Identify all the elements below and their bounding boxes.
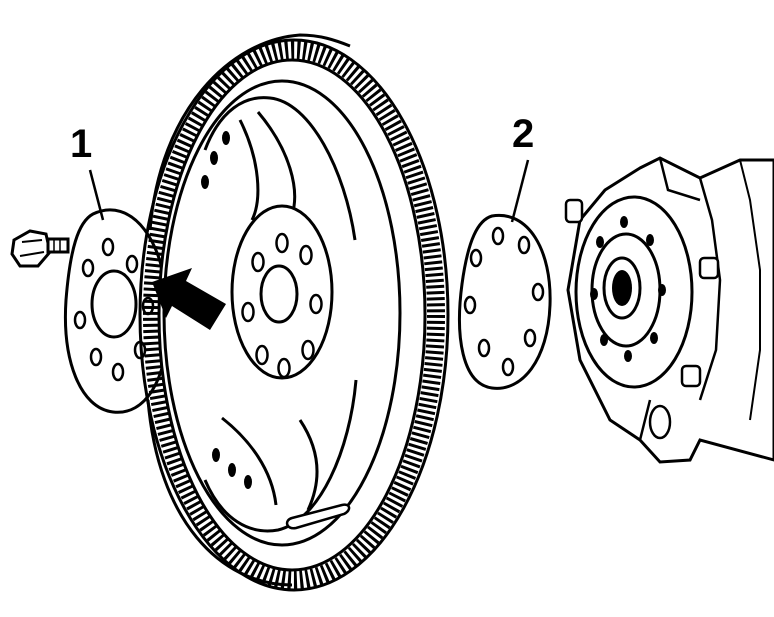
flywheel-bolt-holes <box>241 232 323 379</box>
plate-1-center-hole <box>90 269 138 339</box>
plate-2-bolt-holes <box>463 226 545 377</box>
dowel-pin <box>285 503 351 530</box>
callout-2-leader <box>510 159 530 223</box>
flange-bolt-holes <box>590 216 666 362</box>
rear-drive-plate <box>458 213 552 390</box>
bolt <box>10 229 70 268</box>
callout-1-label: 1 <box>70 122 93 166</box>
crankshaft-flange <box>564 156 774 464</box>
flywheel-ring-gear <box>138 33 450 592</box>
direction-arrow <box>152 268 226 330</box>
flywheel-slots <box>201 131 252 489</box>
callout-1-leader <box>88 169 105 221</box>
flywheel-center-hole <box>259 264 299 324</box>
callout-2-label: 2 <box>512 112 535 156</box>
